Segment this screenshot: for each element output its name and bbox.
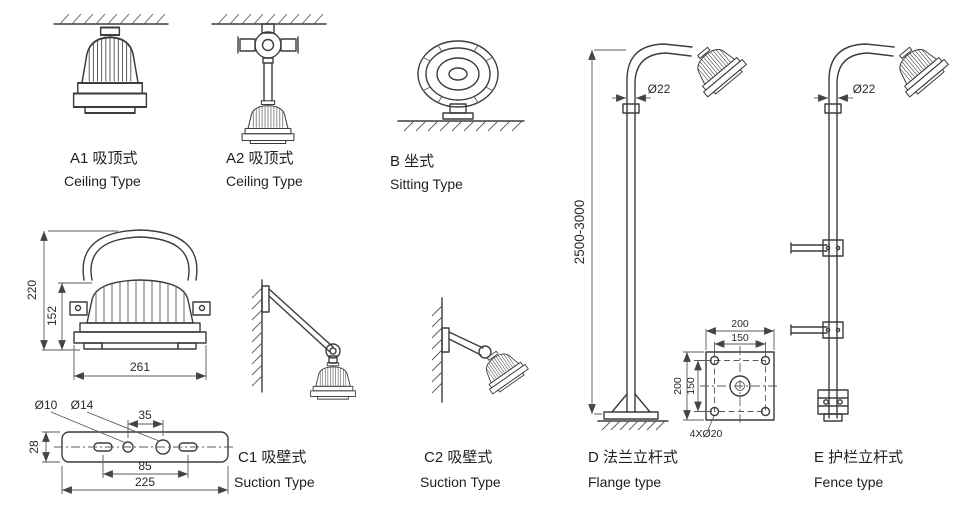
- c1-label-en: Suction Type: [234, 474, 315, 490]
- c2-lamp: [473, 341, 531, 397]
- dim-flange-inner-top: 150: [731, 332, 749, 344]
- dim-body-height: 152: [45, 306, 59, 326]
- d-base-hatch: [601, 420, 666, 431]
- dim-flange-holes: 4XØ20: [690, 428, 723, 440]
- c1-label-cn: C1 吸壁式: [238, 449, 306, 466]
- dim-plate-height: 28: [27, 440, 41, 454]
- d-flange-detail: 150 200 150 200 4XØ20: [672, 318, 780, 440]
- e-label-cn: E 护栏立杆式: [814, 449, 903, 466]
- e-fence-type-drawing: Ø22: [790, 34, 951, 422]
- d-label-cn: D 法兰立杆式: [588, 449, 678, 466]
- a1-label-cn: A1 吸顶式: [70, 150, 138, 167]
- dim-overall-height: 220: [25, 280, 39, 300]
- d-flange-type-drawing: Ø22 2500-3000 150 200 150 2: [572, 34, 780, 440]
- a1-label-en: Ceiling Type: [64, 173, 141, 189]
- a2-junction-box: [237, 23, 299, 102]
- type-labels: A1 吸顶式 Ceiling Type A2 吸顶式 Ceiling Type …: [64, 150, 903, 490]
- c1-wall-hatch: [251, 287, 263, 387]
- a1-lamp: [72, 26, 148, 115]
- d-lamp: [682, 34, 749, 100]
- callout-hole-small: Ø10: [35, 398, 58, 412]
- dim-body-width: 261: [130, 360, 150, 374]
- b-label-en: Sitting Type: [390, 176, 463, 192]
- dim-hole-spacing: 35: [138, 408, 152, 422]
- a2-ceiling-hatch: [217, 13, 324, 25]
- a2-label-en: Ceiling Type: [226, 173, 303, 189]
- dim-pole-diameter-e: Ø22: [853, 82, 876, 96]
- b-ground-hatch: [403, 120, 523, 132]
- dim-flange-outer-side: 200: [672, 377, 684, 395]
- side-view-fins: [95, 280, 185, 323]
- a2-lamp: [241, 100, 295, 145]
- c2-wall-hatch: [431, 305, 443, 394]
- c1-lamp: [310, 362, 356, 400]
- b-label-cn: B 坐式: [390, 153, 434, 170]
- lamp-side-view-dimensioned: 220 152 261: [25, 229, 211, 380]
- a1-ceiling-type-drawing: [53, 13, 169, 115]
- dim-flange-outer-top: 200: [731, 318, 749, 330]
- c2-suction-type-drawing: [431, 297, 531, 403]
- a1-ceiling-hatch: [59, 13, 166, 25]
- a2-label-cn: A2 吸顶式: [226, 150, 294, 167]
- d-label-en: Flange type: [588, 474, 661, 490]
- a2-ceiling-type-drawing: [211, 13, 327, 145]
- e-lamp: [884, 34, 951, 100]
- c2-label-en: Suction Type: [420, 474, 501, 490]
- c2-label-cn: C2 吸壁式: [424, 449, 492, 466]
- b-sitting-type-drawing: [397, 40, 525, 132]
- mounting-plate-view: Ø10 Ø14 35 28 85 225: [27, 398, 236, 494]
- callout-hole-large: Ø14: [71, 398, 94, 412]
- dim-slot-spacing: 85: [138, 459, 152, 473]
- b-lamp-fins: [422, 44, 494, 104]
- c1-suction-type-drawing: [251, 279, 356, 400]
- dim-pole-height: 2500-3000: [572, 200, 587, 265]
- dim-plate-length: 225: [135, 475, 155, 489]
- e-label-en: Fence type: [814, 474, 883, 490]
- dim-pole-diameter-d: Ø22: [648, 82, 671, 96]
